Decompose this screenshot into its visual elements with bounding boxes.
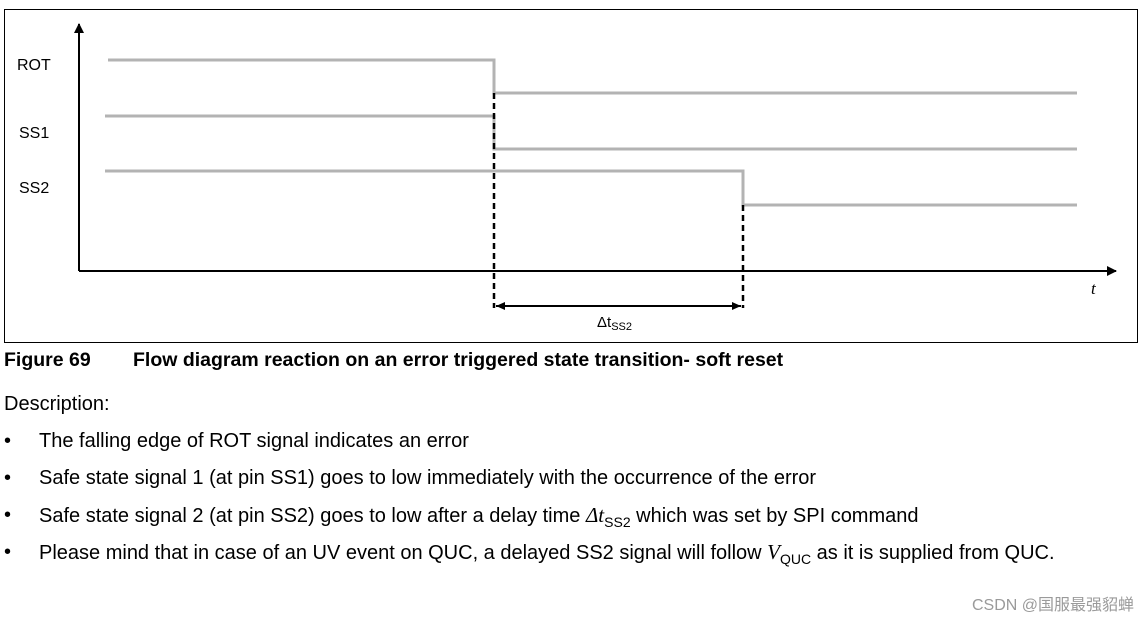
list-item-text: Safe state signal 1 (at pin SS1) goes to… [39,467,817,489]
time-axis-label: t [1091,279,1097,298]
list-item: • Safe state signal 2 (at pin SS2) goes … [0,502,1148,539]
bullet-glyph: • [4,467,12,489]
description-heading: Description: [4,393,110,415]
bullet-glyph: • [4,504,12,526]
timing-diagram: t ROT SS1 SS2 ΔtSS2 [17,23,1117,333]
list-item-text: Please mind that in case of an UV event … [39,540,1055,568]
list-item: • The falling edge of ROT signal indicat… [0,428,1148,465]
timing-diagram-frame: t ROT SS1 SS2 ΔtSS2 [4,9,1138,343]
figure-number: Figure 69 [4,349,91,371]
delay-time-symbol: ΔtSS2 [585,503,631,531]
signal-label-ss2: SS2 [19,180,49,197]
signal-trace-ss2 [105,169,1077,207]
list-item: • Please mind that in case of an UV even… [0,539,1148,572]
figure-caption: Figure 69 Flow diagram reaction on an err… [4,349,783,372]
signal-label-rot: ROT [17,57,51,74]
figure-caption-text: Flow diagram reaction on an error trigge… [133,349,784,371]
delay-label: ΔtSS2 [597,314,632,333]
watermark: CSDN @国服最强貂蝉 [971,597,1134,614]
description-list: • The falling edge of ROT signal indicat… [0,428,1148,572]
supply-voltage-symbol: VQUC [767,540,812,568]
list-item-text: Safe state signal 2 (at pin SS2) goes to… [39,503,919,531]
list-item: • Safe state signal 1 (at pin SS1) goes … [0,465,1148,502]
signal-trace-rot [108,58,1077,95]
bullet-glyph: • [4,430,12,452]
signal-label-ss1: SS1 [19,125,49,142]
bullet-glyph: • [4,541,12,563]
signal-trace-ss1 [105,114,1077,151]
list-item-text: The falling edge of ROT signal indicates… [39,430,469,452]
